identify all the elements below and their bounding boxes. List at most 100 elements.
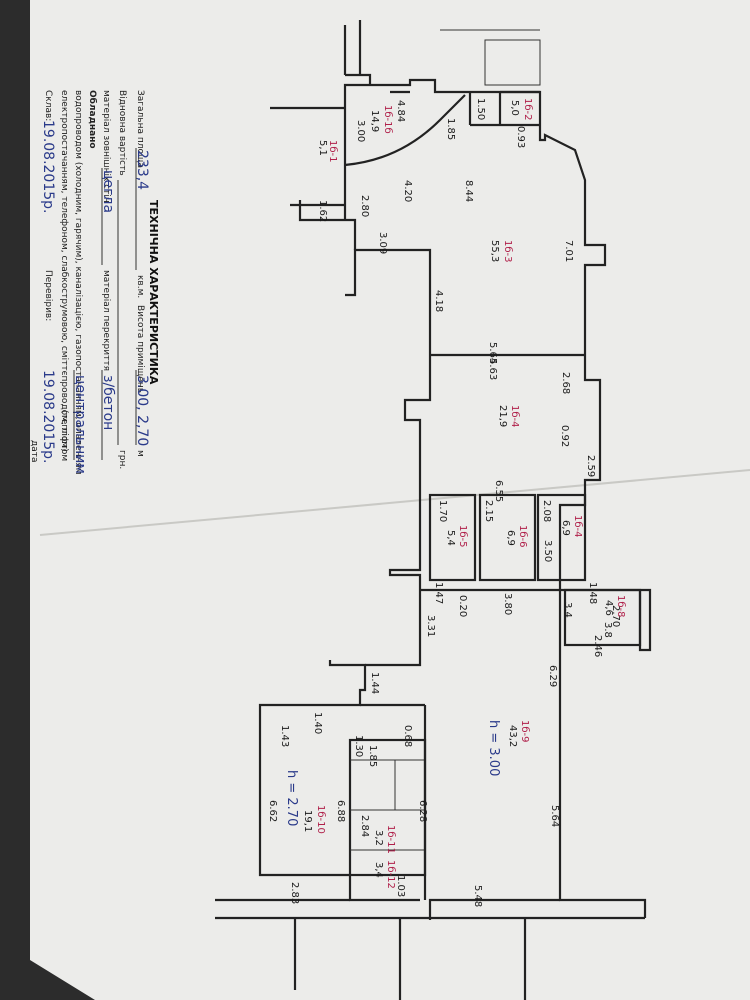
room-area: 43,2 <box>507 725 518 747</box>
dim-label: 3.8 <box>602 622 613 638</box>
dim-label: 2.84 <box>359 815 370 837</box>
dimension-labels: 4.84 1.85 1.50 0.93 3.00 1.62 2.80 4.20 … <box>267 98 621 907</box>
dim-label: 6.29 <box>547 665 558 687</box>
room-area: 6,9 <box>560 520 571 536</box>
room-number: 1б-8 <box>615 595 626 618</box>
dim-label: 1.85 <box>445 118 456 140</box>
dim-label: 1.44 <box>369 672 380 694</box>
dim-label: 6.55 <box>493 480 504 502</box>
dim-label: 1.50 <box>475 98 486 120</box>
equipment-line1: водопроводом (холодним, гарячим), каналі… <box>73 90 83 475</box>
heating-value: центральним <box>72 375 88 474</box>
dim-label: 3.50 <box>542 540 553 562</box>
room-labels: 1б-1 5,1 1б-1б 14,9 1б-2 5,0 1б-3 55,3 1… <box>284 98 626 889</box>
height-note: h = 3.00 <box>486 720 501 776</box>
dim-label: 5.64 <box>549 805 560 827</box>
unit-m: м <box>135 450 145 457</box>
height-value: 3.00, 2,70 <box>134 375 150 446</box>
dim-label: 2.80 <box>359 195 370 217</box>
dim-label: 0.20 <box>457 595 468 617</box>
dim-label: 3.09 <box>377 232 388 254</box>
dim-label: 6.88 <box>335 800 346 822</box>
outer-wall <box>360 78 652 652</box>
equipment-label: Обладнано <box>87 90 98 149</box>
dim-label: 1.48 <box>587 582 598 604</box>
checked-date: 19.08.2015р. <box>40 370 56 464</box>
total-area-label: Загальна площа <box>135 90 145 168</box>
dim-label: 6.28 <box>417 800 428 822</box>
dim-label: 3.00 <box>355 120 366 142</box>
dim-label: 4.84 <box>395 100 406 122</box>
room-number: 1б-3 <box>502 240 513 263</box>
room-number: 1б-1б <box>382 105 393 134</box>
dim-label: 2.68 <box>560 372 571 394</box>
dim-label: 2.46 <box>592 635 603 657</box>
height-label: Висота приміщень <box>135 305 145 393</box>
checked-label: Перевірив: <box>43 270 53 321</box>
dim-label: 3.31 <box>425 615 436 637</box>
room-number: 1б-5 <box>457 525 468 548</box>
room-box <box>478 493 537 582</box>
room-number: 1б-4 <box>509 405 520 428</box>
room-area: 5,4 <box>445 530 456 546</box>
heating-note: (теплом) <box>59 410 69 452</box>
dim-label: 1.03 <box>395 875 406 897</box>
unit-uah: грн. <box>117 450 127 469</box>
dim-label: 1.30 <box>353 735 364 757</box>
technical-form: ТЕХНІЧНА ХАРАКТЕРИСТИКА Загальна площа 2… <box>29 90 160 475</box>
room-number: 1б-2 <box>522 98 533 121</box>
sketch-box <box>484 39 541 86</box>
outer-wall <box>343 83 360 220</box>
total-area-value: 233,4 <box>134 150 150 190</box>
unit-sqm: кв.м. <box>135 275 145 298</box>
form-title: ТЕХНІЧНА ХАРАКТЕРИСТИКА <box>147 200 160 385</box>
room-number: 1б-1 <box>327 140 338 163</box>
room-area: 3,2 <box>373 830 384 846</box>
paper-sheet <box>30 0 750 1000</box>
room-area: 14,9 <box>369 110 380 132</box>
dim-label: 5.63 <box>487 358 498 380</box>
dim-label: 6.62 <box>267 800 278 822</box>
dim-label: 7.01 <box>563 240 574 262</box>
dim-label: 2.83 <box>289 882 300 904</box>
outer-wall <box>345 248 432 667</box>
outer-wall <box>558 590 647 918</box>
dim-label: 2.15 <box>483 500 494 522</box>
room-area: 4,6 <box>603 600 614 616</box>
dim-label: 8.44 <box>463 180 474 202</box>
floor-plan <box>215 20 652 1000</box>
room-area: 5,1 <box>317 140 328 156</box>
dim-label: 1.62 <box>317 200 328 222</box>
room-area: 6,9 <box>505 530 516 546</box>
wall-material-label: матеріал зовнішніх стін <box>101 90 111 203</box>
dim-label: 1.85 <box>367 745 378 767</box>
dim-label: 1.70 <box>437 500 448 522</box>
room-number: 1б-10 <box>315 805 326 834</box>
room-number: 1б-12 <box>385 860 396 889</box>
wall-material-value: цегла <box>100 170 116 213</box>
compiled-date: 19.08.2015р. <box>40 120 56 214</box>
room-box <box>563 588 642 647</box>
room-area: 21,9 <box>497 405 508 427</box>
dim-label: 0.92 <box>559 425 570 447</box>
ceiling-material-value: з/бетон <box>100 375 116 430</box>
room-box <box>536 493 587 582</box>
ceiling-material-label: матеріал перекриття <box>101 270 111 371</box>
date-caption: дата <box>29 440 39 463</box>
dim-label: 5.64 <box>487 342 498 364</box>
outer-wall <box>258 660 420 902</box>
outer-wall <box>345 73 372 85</box>
dim-label: 4.20 <box>402 180 413 202</box>
room-area: 19,1 <box>302 810 313 832</box>
room-box <box>428 493 477 582</box>
dim-label: 0.68 <box>402 725 413 747</box>
compiled-label: Склав: <box>43 90 53 121</box>
room-number: 1б-9 <box>519 720 530 743</box>
dim-label: 1.47 <box>433 582 444 604</box>
dim-label: 2.70 <box>610 605 621 627</box>
outer-wall <box>428 898 560 920</box>
dim-label: 1.40 <box>312 712 323 734</box>
room-number: 1б-4 <box>572 515 583 538</box>
dim-label: 1.43 <box>279 725 290 747</box>
room-area: 5,0 <box>509 100 520 116</box>
